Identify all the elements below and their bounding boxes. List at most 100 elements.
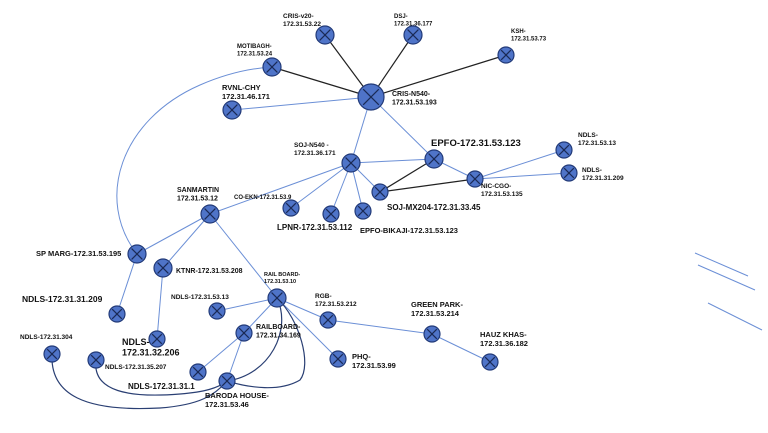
cross-mark — [374, 186, 386, 198]
node-label-line: GREEN PARK- — [411, 300, 463, 309]
node-label-line: 172.31.53.13 — [578, 140, 616, 147]
node-label-rail-board: RAIL BOARD-172.31.53.10 — [264, 272, 300, 285]
node-rail-board[interactable] — [267, 288, 287, 308]
node-label-line: RAILBOARD- — [256, 324, 301, 331]
curved-link-3 — [226, 297, 306, 389]
link-sanmartin-ktnr — [162, 213, 211, 269]
cross-mark — [469, 173, 481, 185]
node-label-line: 172.31.34.169 — [256, 333, 301, 340]
node-label-line: 172.31.32.206 — [122, 348, 180, 358]
node-label-baroda-house: BARODA HOUSE-172.31.53.46 — [205, 391, 269, 409]
node-label-line: 172.31.53.22 — [283, 21, 321, 28]
link-soj-mx204-nic-cgo — [379, 178, 476, 193]
link-green-park-hauz-khas — [431, 333, 491, 363]
node-ndls-5313-mid[interactable] — [208, 302, 226, 320]
link-sanmartin-sp-marg — [136, 213, 211, 255]
node-rvnl[interactable] — [222, 100, 242, 120]
node-label-line: DSJ- — [394, 14, 408, 20]
node-ktnr[interactable] — [153, 258, 173, 278]
cross-mark — [558, 144, 570, 156]
node-dsj[interactable] — [403, 25, 423, 45]
node-label-line: NDLS-172.31.31.209 — [22, 294, 103, 304]
node-green-park[interactable] — [423, 325, 441, 343]
node-label-railboard-34169: RAILBOARD- 172.31.34.169 — [256, 324, 301, 340]
node-label-line: 172.31.36.182 — [480, 339, 528, 348]
node-label-line: CRIS-v20- — [283, 13, 314, 20]
node-label-line: EPFO-BIKAJI-172.31.53.123 — [360, 226, 458, 235]
link-sanmartin-rail-board — [209, 213, 278, 299]
cross-mark — [426, 328, 438, 340]
node-label-line: KSH- — [511, 29, 526, 35]
node-co-ekn[interactable] — [282, 199, 300, 217]
node-label-nic-cgo: NIC-CGO-172.31.53.135 — [481, 183, 523, 198]
node-ndls-304[interactable] — [43, 345, 61, 363]
link-railboard-34169-ndls-311 — [197, 332, 245, 373]
link-cris-n540-ksh — [370, 54, 507, 98]
decorative-line-2 — [707, 302, 763, 331]
node-sanmartin[interactable] — [200, 204, 220, 224]
node-soj-n540[interactable] — [341, 153, 361, 173]
node-label-line: RGB- — [315, 293, 332, 300]
node-label-line: NDLS- — [578, 132, 598, 139]
node-cris-v20[interactable] — [315, 25, 335, 45]
node-label-line: 172.31.53.10 — [264, 279, 296, 285]
node-cris-n540[interactable] — [357, 83, 385, 111]
node-phq[interactable] — [329, 350, 347, 368]
node-label-line: HAUZ KHAS- — [480, 330, 527, 339]
node-epfo[interactable] — [424, 149, 444, 169]
cross-mark — [238, 327, 250, 339]
node-label-sp-marg: SP MARG-172.31.53.195 — [36, 249, 121, 258]
node-label-cris-v20: CRIS-v20-172.31.53.22 — [283, 13, 321, 28]
node-label-line: 172.31.46.171 — [222, 92, 270, 101]
node-label-green-park: GREEN PARK-172.31.53.214 — [411, 300, 463, 318]
node-label-line: KTNR-172.31.53.208 — [176, 268, 243, 275]
cross-mark — [46, 348, 58, 360]
node-label-ndls-304: NDLS-172.31.304 — [20, 334, 73, 341]
node-label-line: SP MARG-172.31.53.195 — [36, 249, 121, 258]
node-sp-marg[interactable] — [127, 244, 147, 264]
node-lpnr[interactable] — [322, 205, 340, 223]
node-label-co-ekn: CO-EKN-172.31.53.9 — [234, 195, 292, 201]
cross-mark — [345, 157, 357, 169]
node-label-line: 172.31.53.214 — [411, 309, 460, 318]
cross-mark — [322, 314, 334, 326]
node-label-ndls-32206: NDLS-172.31.32.206 — [122, 337, 180, 358]
node-ksh[interactable] — [497, 46, 515, 64]
link-epfo-soj-mx204 — [379, 158, 435, 193]
node-rgb[interactable] — [319, 311, 337, 329]
cross-mark — [362, 88, 380, 106]
node-label-line: NDLS- — [582, 167, 602, 174]
node-label-line: 172.31.31.209 — [582, 175, 624, 182]
cross-mark — [500, 49, 512, 61]
cross-mark — [319, 29, 331, 41]
node-ndls-31209-left[interactable] — [108, 305, 126, 323]
node-ndls-5313-top[interactable] — [555, 141, 573, 159]
node-epfo-bikaji[interactable] — [354, 202, 372, 220]
cross-mark — [157, 262, 169, 274]
node-railboard-34169[interactable] — [235, 324, 253, 342]
node-label-line: NDLS-172.31.53.13 — [171, 294, 229, 301]
node-ndls-311[interactable] — [189, 363, 207, 381]
curved-link-0 — [116, 66, 273, 255]
node-ndls-32206[interactable] — [148, 330, 166, 348]
node-label-dsj: DSJ-172.31.36.177 — [394, 14, 433, 28]
node-label-soj-mx204: SOJ-MX204-172.31.33.45 — [387, 203, 481, 212]
node-ndls-31209-right[interactable] — [560, 164, 578, 182]
node-label-epfo: EPFO-172.31.53.123 — [431, 138, 521, 149]
cross-mark — [266, 61, 278, 73]
node-motibagh[interactable] — [262, 57, 282, 77]
cross-mark — [407, 29, 419, 41]
node-label-line: NIC-CGO- — [481, 183, 511, 190]
node-ndls-35207[interactable] — [87, 351, 105, 369]
cross-mark — [211, 305, 223, 317]
cross-mark — [221, 375, 233, 387]
node-soj-mx204[interactable] — [371, 183, 389, 201]
node-label-ndls-35207: NDLS-172.31.35.207 — [105, 364, 167, 371]
node-baroda-house[interactable] — [218, 372, 236, 390]
curved-link-1 — [51, 353, 228, 410]
node-label-line: RVNL-CHY — [222, 83, 261, 92]
node-label-ndls-5313-top: NDLS-172.31.53.13 — [578, 132, 616, 147]
node-nic-cgo[interactable] — [466, 170, 484, 188]
node-hauz-khas[interactable] — [481, 353, 499, 371]
node-label-ndls-31209-right: NDLS-172.31.31.209 — [582, 167, 624, 182]
